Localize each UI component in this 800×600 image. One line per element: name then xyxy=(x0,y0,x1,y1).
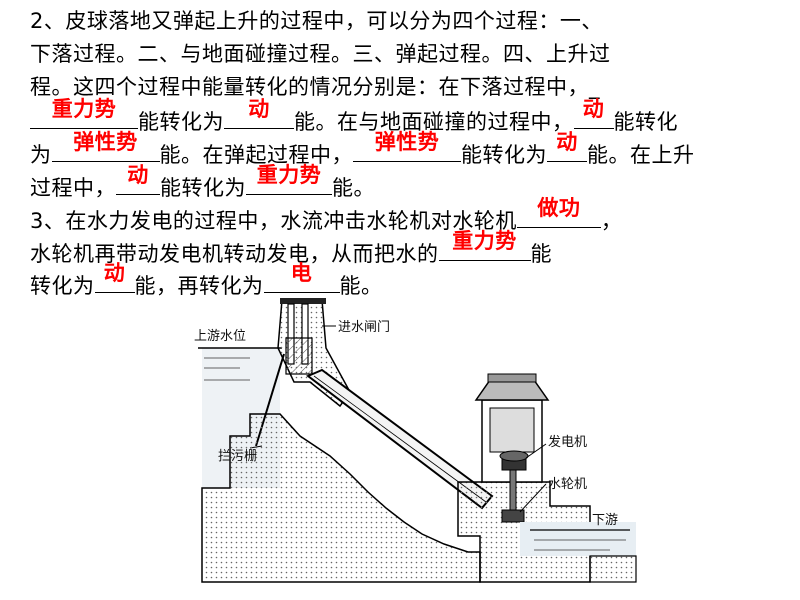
label-generator: 发电机 xyxy=(548,434,587,450)
q3-line-2: 水轮机再带动发电机转动发电，从而把水的重力势能 xyxy=(30,229,552,268)
answer-blank-7[interactable]: 动 xyxy=(116,163,160,195)
q2-text: 能转化为 xyxy=(160,176,246,200)
q3-text: 水轮机再带动发电机转动发电，从而把水的 xyxy=(30,242,439,266)
q3-text: 能。 xyxy=(339,274,383,298)
answer-blank-5[interactable]: 弹性势 xyxy=(353,130,461,162)
downstream-water xyxy=(520,522,637,583)
q2-text: 能转化为 xyxy=(138,110,224,134)
hydropower-diagram: 上游水位 进水闸门 拦污栅 发电机 水轮机 下游 xyxy=(194,298,637,583)
q2-text: 2、皮球落地又弹起上升的过程中，可以分为四个过程：一、 xyxy=(30,9,603,33)
turbine xyxy=(501,469,525,523)
answer-blank-9[interactable]: 做功 xyxy=(516,196,601,228)
answer-6: 动 xyxy=(556,130,578,154)
q2-text: 能转化 xyxy=(613,110,678,134)
answer-8: 重力势 xyxy=(256,163,322,187)
q3-text: 3、在水力发电的过程中，水流冲击水轮机对水轮机 xyxy=(30,209,517,233)
answer-10: 重力势 xyxy=(452,229,517,253)
q2-line-1: 2、皮球落地又弹起上升的过程中，可以分为四个过程：一、 xyxy=(30,6,603,36)
q3-text: 转化为 xyxy=(30,274,95,298)
q3-text: 能 xyxy=(530,242,552,266)
q3-line-3: 转化为动能，再转化为 电能。 xyxy=(30,261,383,300)
answer-7: 动 xyxy=(127,163,149,187)
answer-blank-6[interactable]: 动 xyxy=(547,130,587,162)
generator xyxy=(499,450,529,471)
powerhouse-building xyxy=(474,373,550,483)
q2-text: 能。在与地面碰撞的过程中， xyxy=(294,110,574,134)
label-upstream-level: 上游水位 xyxy=(194,329,246,344)
ground-profile xyxy=(201,413,481,583)
label-intake-gate: 进水闸门 xyxy=(338,320,390,335)
answer-2: 动 xyxy=(248,97,270,121)
answer-3: 动 xyxy=(582,97,605,121)
answer-blank-1[interactable]: 重力势 xyxy=(30,97,138,129)
intake-gate xyxy=(280,298,326,375)
label-downstream: 下游 xyxy=(592,513,618,528)
answer-blank-2[interactable]: 动 xyxy=(224,97,294,129)
label-trash-rack: 拦污栅 xyxy=(218,449,257,464)
turbine-leader xyxy=(519,483,547,513)
q2-line-2: 下落过程。二、与地面碰撞过程。三、弹起过程。四、上升过 xyxy=(30,39,611,69)
answer-12: 电 xyxy=(290,261,313,285)
q2-text: 过程中， xyxy=(30,176,116,200)
q2-text: 能转化为 xyxy=(461,143,547,167)
answer-9: 做功 xyxy=(537,196,581,220)
label-turbine: 水轮机 xyxy=(548,477,587,492)
answer-blank-8[interactable]: 重力势 xyxy=(246,163,332,195)
answer-blank-12[interactable]: 电 xyxy=(263,261,340,293)
generator-leader xyxy=(525,443,547,459)
answer-blank-3[interactable]: 动 xyxy=(573,97,614,129)
q2-text: 为 xyxy=(30,143,52,167)
q2-text: 能。在弹起过程中， xyxy=(159,143,353,167)
q2-text: 能。 xyxy=(332,176,375,200)
answer-blank-11[interactable]: 动 xyxy=(94,261,135,293)
q3-text: 能，再转化为 xyxy=(134,274,264,298)
q2-text: 程。这四个过程中能量转化的情况分别是：在下落过程中，_ xyxy=(30,75,600,99)
answer-5: 弹性势 xyxy=(374,130,440,154)
answer-blank-10[interactable]: 重力势 xyxy=(438,229,531,261)
answer-1: 重力势 xyxy=(51,97,117,121)
answer-4: 弹性势 xyxy=(73,130,138,154)
q2-line-3: 程。这四个过程中能量转化的情况分别是：在下落过程中，_ xyxy=(30,72,600,102)
q2-text: 下落过程。二、与地面碰撞过程。三、弹起过程。四、上升过 xyxy=(30,42,611,66)
q2-line-4: 重力势能转化为动能。在与地面碰撞的过程中，动能转化 xyxy=(30,97,678,136)
answer-11: 动 xyxy=(103,261,126,285)
q2-line-5: 为弹性势能。在弹起过程中，弹性势能转化为动能。在上升 xyxy=(30,130,695,169)
answer-blank-4[interactable]: 弹性势 xyxy=(51,130,160,162)
penstock-inner xyxy=(313,375,487,503)
q3-text: ， xyxy=(600,209,623,233)
q2-text: 能。在上升 xyxy=(587,143,695,167)
q2-line-6: 过程中， 动能转化为重力势能。 xyxy=(30,163,375,202)
q3-line-1: 3、在水力发电的过程中，水流冲击水轮机对水轮机做功 ， xyxy=(30,196,623,235)
